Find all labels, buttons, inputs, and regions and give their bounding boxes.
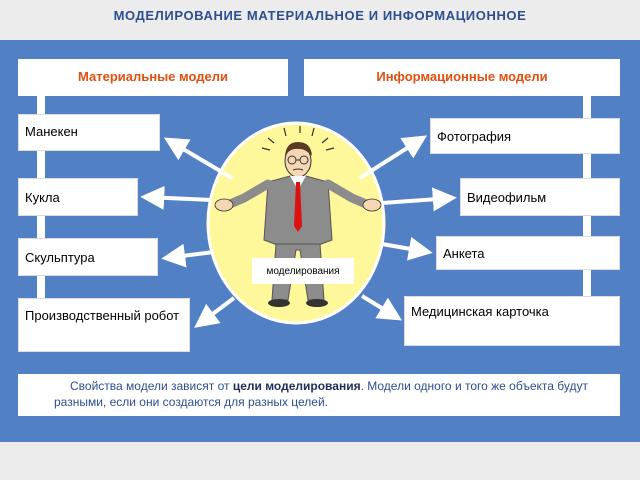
connector-left-4 [37, 276, 45, 298]
footer-text-before: Свойства модели зависят от [70, 379, 233, 393]
header-material-models: Материальные модели [18, 59, 288, 96]
connector-left-1 [37, 96, 45, 114]
material-item-sculpture: Скульптура [18, 238, 158, 276]
material-item-robot: Производственный робот [18, 298, 190, 352]
connector-left-2 [37, 150, 45, 178]
arrow-to-video [381, 187, 457, 212]
bottom-strip [0, 442, 640, 480]
page-title: МОДЕЛИРОВАНИЕ МАТЕРИАЛЬНОЕ И ИНФОРМАЦИОН… [113, 8, 527, 23]
arrow-to-photo [358, 135, 428, 180]
connector-right-1 [583, 96, 591, 118]
info-item-video: Видеофильм [460, 178, 620, 216]
center-caption: моделирования [252, 258, 354, 284]
arrow-to-mannequin [163, 137, 234, 180]
footer-note: Свойства модели зависят от цели моделиро… [18, 374, 620, 416]
footer-text-after: . Модели одного и того же объекта будут … [54, 379, 588, 409]
connector-left-3 [37, 216, 45, 238]
material-item-mannequin: Манекен [18, 114, 160, 151]
material-item-doll: Кукла [18, 178, 138, 216]
arrow-to-questionnaire [381, 236, 433, 261]
connector-right-4 [583, 270, 591, 296]
info-item-questionnaire: Анкета [436, 236, 620, 270]
info-item-medical-card: Медицинская карточка [404, 296, 620, 346]
arrow-to-robot [194, 296, 236, 328]
arrow-to-medical-card [360, 294, 403, 321]
connector-right-3 [583, 216, 591, 236]
info-item-photo: Фотография [430, 118, 620, 154]
header-information-models: Информационные модели [304, 59, 620, 96]
footer-emphasis: цели моделирования [232, 379, 361, 393]
connector-right-2 [583, 154, 591, 178]
arrow-to-doll [140, 185, 213, 210]
arrow-to-sculpture [161, 243, 215, 268]
